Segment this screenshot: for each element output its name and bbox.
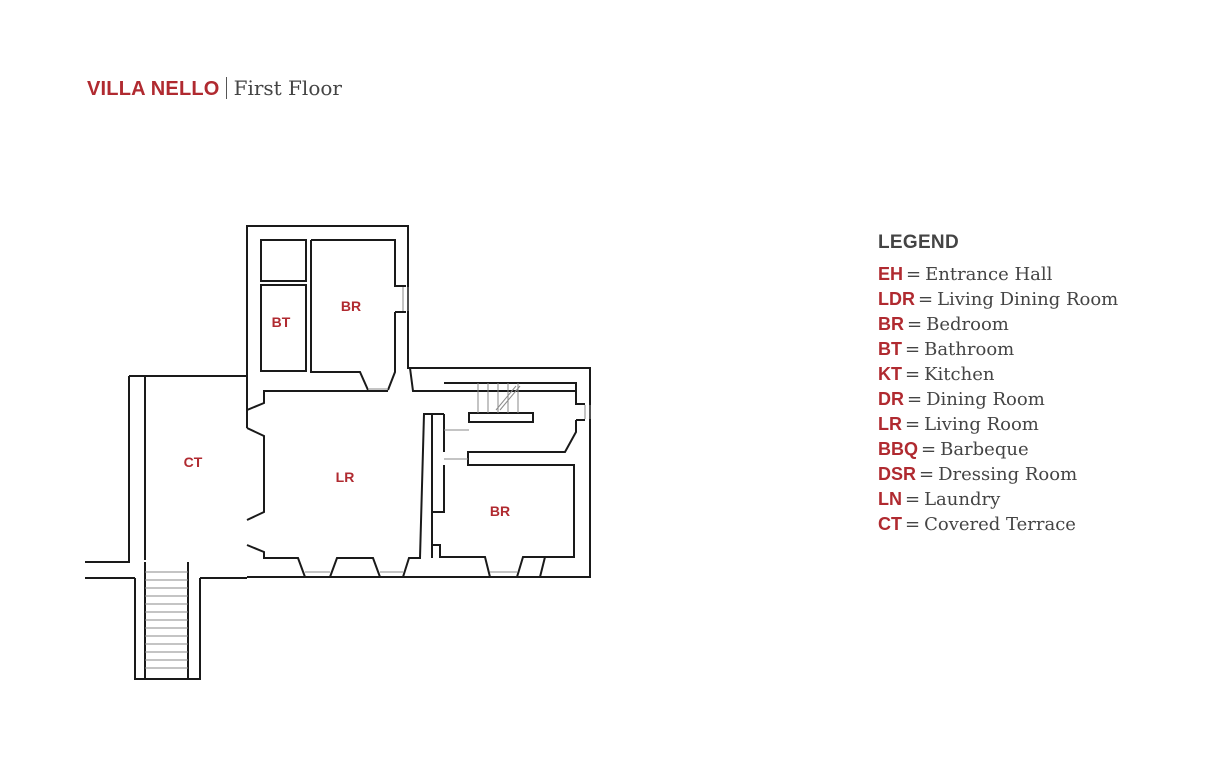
legend-item: LR=Living Room (878, 412, 1118, 437)
room-label-br-right: BR (490, 503, 510, 519)
floor-name: First Floor (233, 76, 342, 100)
legend-item: EH=Entrance Hall (878, 262, 1118, 287)
legend-desc: Barbeque (940, 439, 1029, 460)
legend-equals: = (905, 339, 921, 360)
exterior-stairs (134, 562, 201, 680)
legend-item: KT=Kitchen (878, 362, 1118, 387)
legend-abbr: DSR (878, 464, 917, 484)
legend-equals: = (907, 389, 923, 410)
legend-equals: = (919, 464, 935, 485)
legend-desc: Dressing Room (938, 464, 1078, 485)
legend-abbr: LN (878, 489, 902, 509)
room-label-bt: BT (272, 314, 291, 330)
legend-desc: Kitchen (924, 364, 995, 385)
outer-walls (85, 225, 591, 579)
legend-desc: Living Room (924, 414, 1039, 435)
top-rooms-walls (260, 239, 409, 391)
legend-item: DR=Dining Room (878, 387, 1118, 412)
legend-abbr: BBQ (878, 439, 918, 459)
legend-equals: = (921, 439, 937, 460)
legend-item: DSR=Dressing Room (878, 462, 1118, 487)
right-block-walls (409, 367, 591, 578)
legend-abbr: DR (878, 389, 904, 409)
legend-list: EH=Entrance Hall LDR=Living Dining Room … (878, 262, 1118, 537)
legend-abbr: CT (878, 514, 902, 534)
legend-item: BT=Bathroom (878, 337, 1118, 362)
legend-desc: Laundry (924, 489, 1001, 510)
legend-desc: Bathroom (924, 339, 1015, 360)
legend-desc: Bedroom (926, 314, 1009, 335)
legend-abbr: KT (878, 364, 902, 384)
legend-equals: = (907, 314, 923, 335)
legend-item: LN=Laundry (878, 487, 1118, 512)
legend-title: LEGEND (878, 232, 959, 253)
legend-desc: Living Dining Room (937, 289, 1119, 310)
legend-abbr: LDR (878, 289, 915, 309)
legend-item: CT=Covered Terrace (878, 512, 1118, 537)
legend-abbr: BR (878, 314, 904, 334)
floor-plan: BT BR CT LR BR (85, 225, 591, 680)
living-room-walls (246, 376, 445, 578)
legend-abbr: LR (878, 414, 902, 434)
legend-desc: Dining Room (926, 389, 1045, 410)
room-label-ct: CT (184, 454, 203, 470)
villa-name: VILLA NELLO (87, 78, 220, 100)
page-title: VILLA NELLO First Floor (87, 74, 342, 105)
legend-desc: Entrance Hall (925, 264, 1053, 285)
legend-equals: = (905, 514, 921, 535)
legend-abbr: BT (878, 339, 902, 359)
title-divider (225, 77, 227, 99)
legend-equals: = (918, 289, 934, 310)
legend-item: BR=Bedroom (878, 312, 1118, 337)
room-label-lr: LR (336, 469, 355, 485)
legend-desc: Covered Terrace (924, 514, 1076, 535)
legend-equals: = (905, 414, 921, 435)
legend-abbr: EH (878, 264, 904, 284)
legend-item: LDR=Living Dining Room (878, 287, 1118, 312)
room-label-br-top: BR (341, 298, 361, 314)
legend-equals: = (906, 264, 922, 285)
legend: LEGEND EH=Entrance Hall LDR=Living Dinin… (878, 232, 1118, 537)
legend-equals: = (905, 364, 921, 385)
legend-item: BBQ=Barbeque (878, 437, 1118, 462)
legend-equals: = (905, 489, 921, 510)
